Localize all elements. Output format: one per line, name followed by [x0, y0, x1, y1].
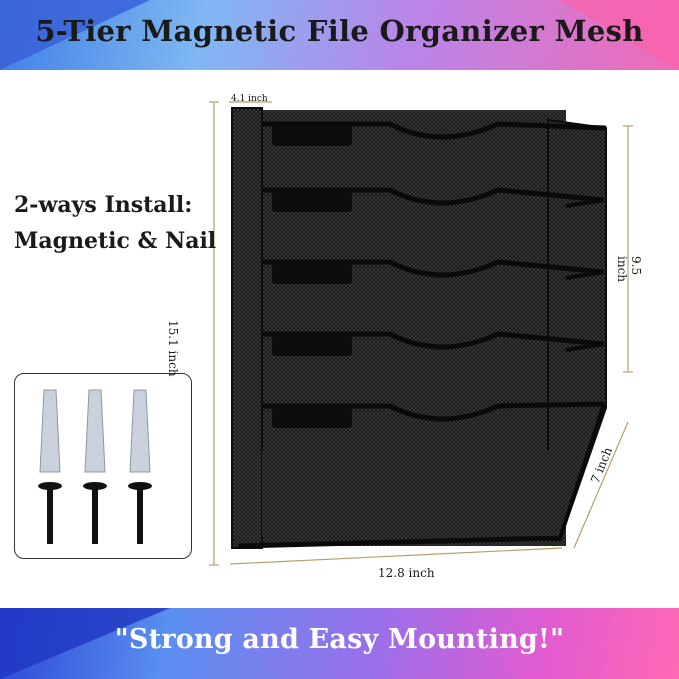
hardware-box	[14, 373, 192, 559]
top-banner	[0, 0, 679, 70]
page-title: 5-Tier Magnetic File Organizer Mesh	[35, 14, 644, 48]
banner-corner-right	[559, 0, 679, 70]
install-line-1: 2-ways Install:	[14, 192, 193, 218]
banner-wedge	[0, 608, 170, 679]
anchors-and-screws	[38, 389, 152, 544]
bottom-banner	[0, 608, 679, 679]
file-organizer	[231, 107, 607, 549]
height-total-dimension: 15.1 inch	[166, 320, 180, 377]
top-depth-dimension: 4.1 inch	[231, 94, 268, 104]
width-dimension: 12.8 inch	[378, 566, 435, 580]
height-back-dimension: 9.5 inch	[615, 256, 643, 283]
install-line-2: Magnetic & Nail	[14, 228, 217, 254]
slogan-text: "Strong and Easy Mounting!"	[114, 624, 565, 655]
dimension-lines	[209, 101, 633, 566]
banner-corner-left	[0, 0, 150, 70]
